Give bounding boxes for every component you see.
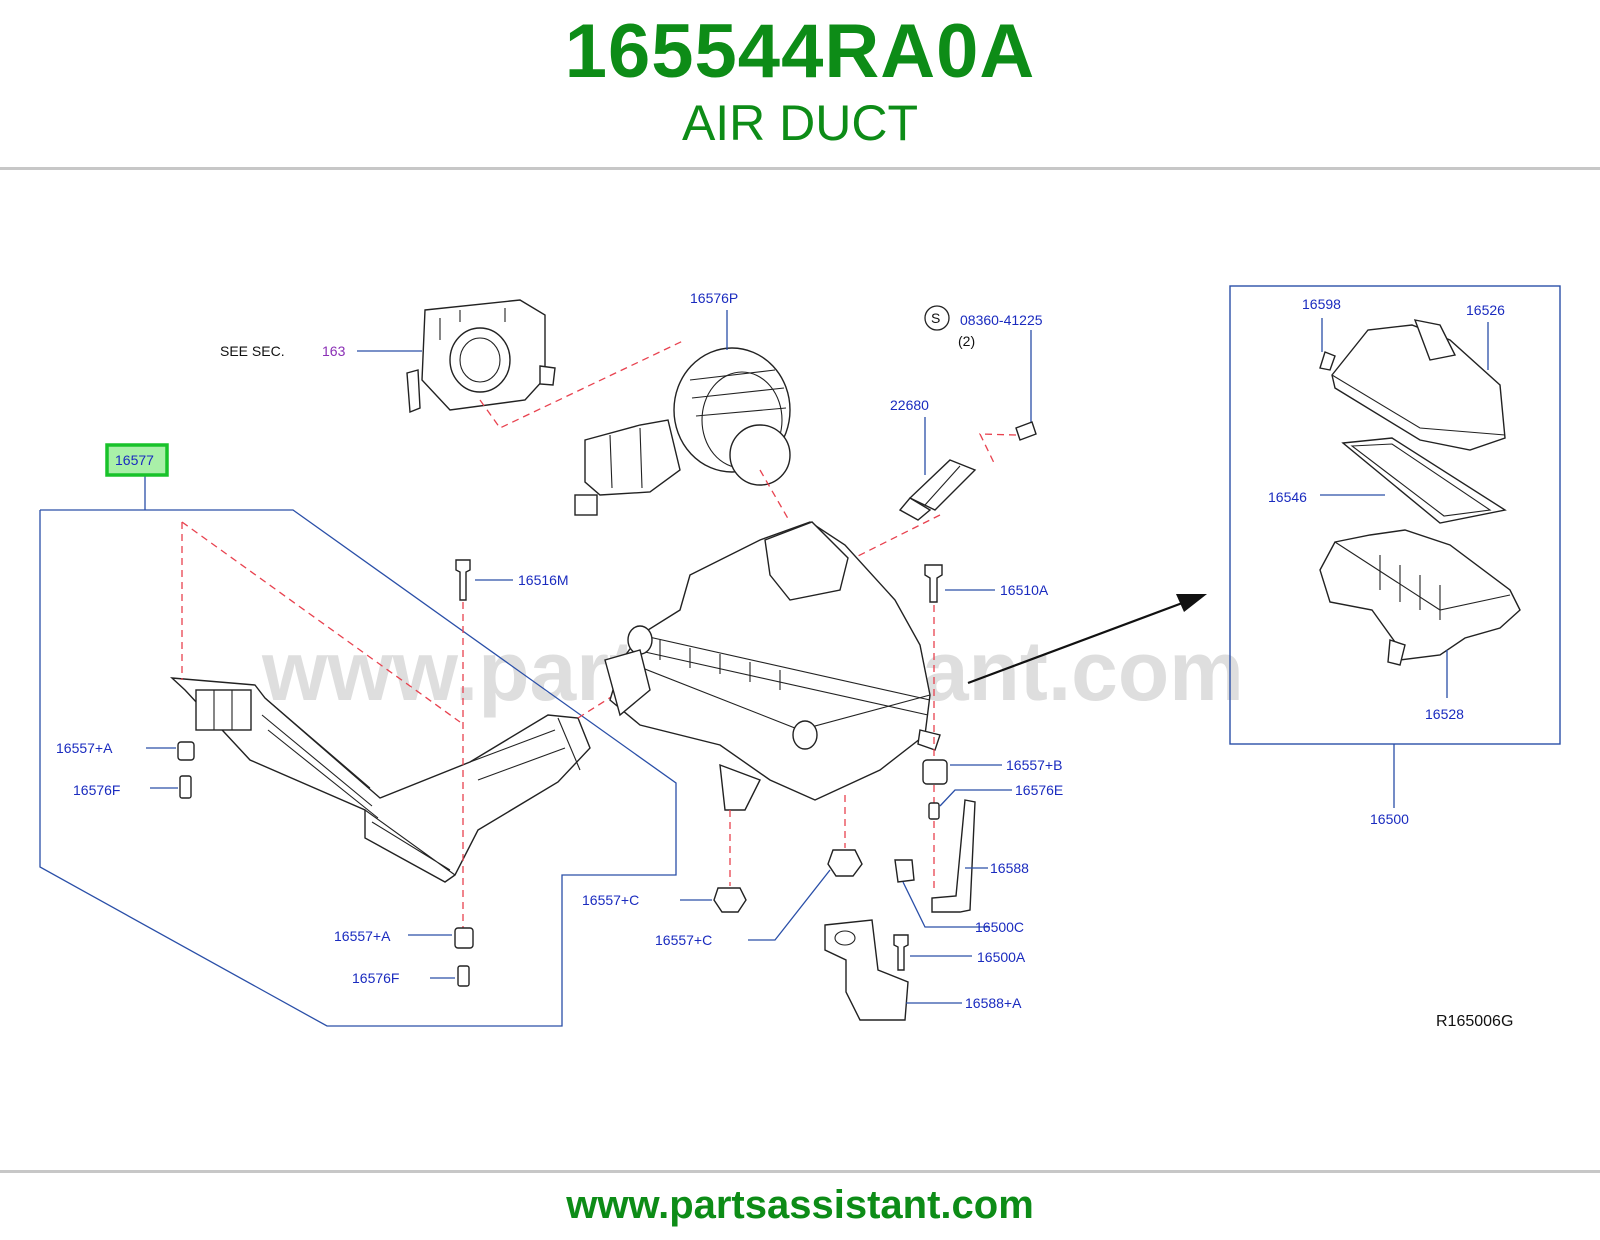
collar-16576F-1-part xyxy=(179,775,192,799)
callout-16546[interactable]: 16546 xyxy=(1268,489,1307,505)
temperature-sensor-part xyxy=(898,459,977,521)
callout-16557C-2[interactable]: 16557+C xyxy=(655,932,712,948)
see-sec-label: SEE SEC. xyxy=(220,343,285,359)
collar-16576E-part xyxy=(928,802,940,820)
callout-16576F-1[interactable]: 16576F xyxy=(73,782,120,798)
air-duct-part xyxy=(170,677,591,883)
throttle-dash xyxy=(479,339,686,429)
bracket-16588-part xyxy=(931,799,976,913)
callout-16588[interactable]: 16588 xyxy=(990,860,1029,876)
callout-16557B[interactable]: 16557+B xyxy=(1006,757,1062,773)
callout-16500C[interactable]: 16500C xyxy=(975,919,1024,935)
air-cleaner-exploded-box xyxy=(1229,285,1561,745)
callout-16526[interactable]: 16526 xyxy=(1466,302,1505,318)
leader-16500C xyxy=(902,881,990,928)
callout-16500A[interactable]: 16500A xyxy=(977,949,1026,965)
leader-16576E xyxy=(939,789,1012,807)
screw-symbol-circle xyxy=(924,305,950,331)
parts-diagram: www.partsassistant.com 16577 SEE SEC. 16… xyxy=(39,285,1561,1030)
callout-08360-41225[interactable]: 08360-41225 xyxy=(960,312,1043,328)
clip-16598-part xyxy=(1319,351,1336,371)
nut-16557C-1-part xyxy=(713,887,747,913)
maf-dash xyxy=(759,469,791,523)
arrow-head xyxy=(1176,594,1207,612)
highlighted-part-box[interactable] xyxy=(105,443,169,477)
part-number-title: 165544RA0A xyxy=(564,9,1036,94)
part-name-subtitle: AIR DUCT xyxy=(681,95,919,151)
throttle-body-part xyxy=(406,299,556,414)
collar-16576F-2-part xyxy=(457,965,470,987)
footer-divider xyxy=(0,1170,1600,1173)
callout-16510A[interactable]: 16510A xyxy=(1000,582,1049,598)
callout-16576F-2[interactable]: 16576F xyxy=(352,970,399,986)
bolt-16500A-part xyxy=(893,934,909,971)
callout-16557C-1[interactable]: 16557+C xyxy=(582,892,639,908)
screw-quantity: (2) xyxy=(958,333,975,349)
diagram-ref-code: R165006G xyxy=(1436,1013,1513,1030)
callout-16576E[interactable]: 16576E xyxy=(1015,782,1063,798)
page-header: 165544RA0A AIR DUCT xyxy=(0,0,1600,168)
see-sec-number[interactable]: 163 xyxy=(322,343,346,359)
bolt-16516M-part xyxy=(455,559,471,601)
sensor-dash xyxy=(839,514,941,566)
header-divider xyxy=(0,167,1600,170)
air-filter-part xyxy=(1341,437,1507,524)
callout-16516M[interactable]: 16516M xyxy=(518,572,569,588)
grommet-16557A-1-part xyxy=(177,741,195,761)
leader-16557C-2 xyxy=(748,869,831,941)
callout-22680[interactable]: 22680 xyxy=(890,397,929,413)
grommet-16557A-2-part xyxy=(454,927,474,949)
screw-symbol: S xyxy=(931,310,940,326)
screw-part xyxy=(1015,421,1037,441)
screw-dash xyxy=(978,433,1017,466)
callout-16557A-2[interactable]: 16557+A xyxy=(334,928,391,944)
duct-group-outline xyxy=(39,509,677,1027)
air-cleaner-cover-part xyxy=(1331,319,1506,451)
callout-16500[interactable]: 16500 xyxy=(1370,811,1409,827)
callout-16557A-1[interactable]: 16557+A xyxy=(56,740,113,756)
bolt-16500C-part xyxy=(894,859,915,883)
air-cleaner-lower-case-part xyxy=(1319,529,1521,666)
highlighted-part-label: 16577 xyxy=(115,452,154,468)
nut-16557C-2-part xyxy=(827,849,863,877)
callout-16576P[interactable]: 16576P xyxy=(690,290,738,306)
callout-16598[interactable]: 16598 xyxy=(1302,296,1341,312)
callout-16528[interactable]: 16528 xyxy=(1425,706,1464,722)
air-flow-meter-part xyxy=(574,347,791,516)
exploded-view-arrow xyxy=(967,600,1186,685)
bolt-16510A-part xyxy=(924,564,943,603)
duct-dash-2 xyxy=(181,521,461,723)
footer-url-link[interactable]: www.partsassistant.com xyxy=(566,1183,1034,1227)
callout-16588A[interactable]: 16588+A xyxy=(965,995,1022,1011)
air-cleaner-assembly-part xyxy=(604,521,941,811)
grommet-16557B-part xyxy=(922,759,948,785)
